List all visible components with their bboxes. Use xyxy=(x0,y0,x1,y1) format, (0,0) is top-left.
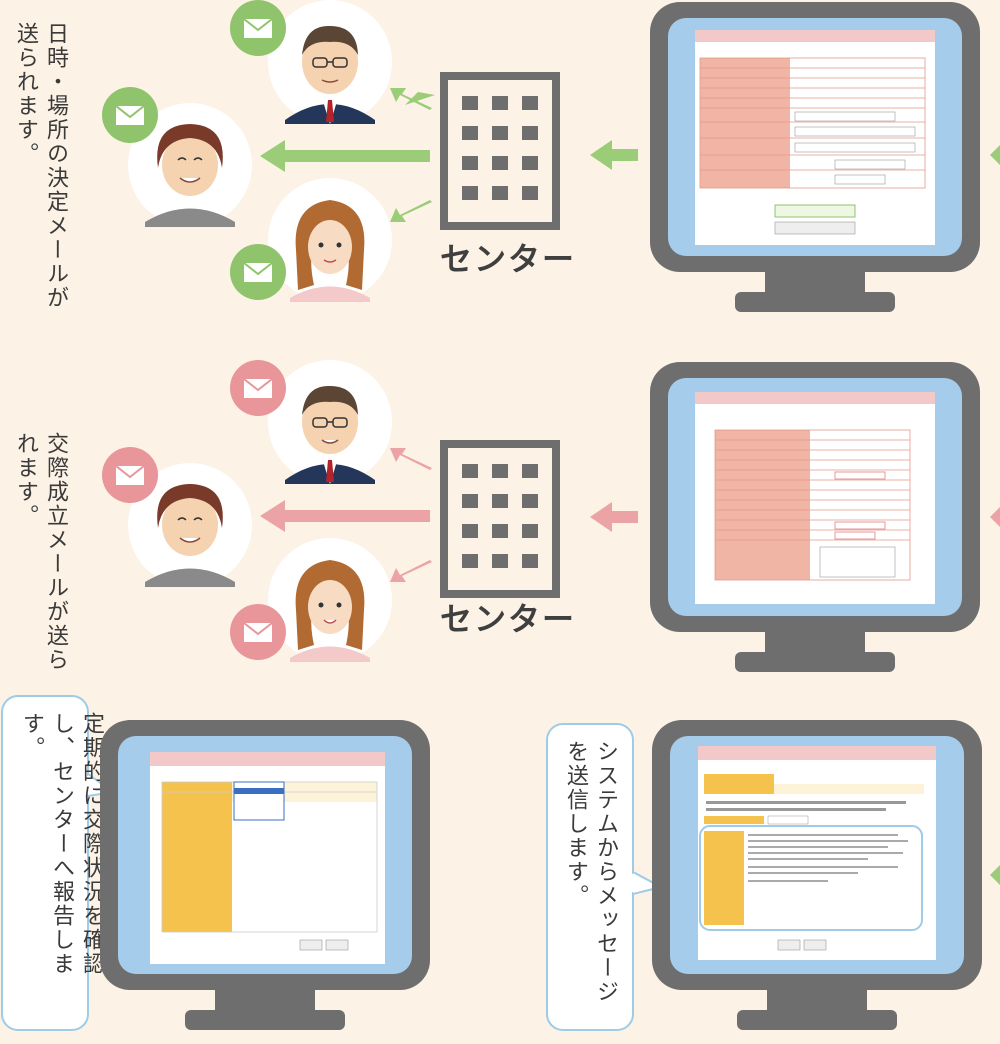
screen-form-match xyxy=(695,392,935,604)
screen-form-message xyxy=(698,746,936,960)
caption-decision-mail: 日時・場所の決定メールが送られます。 xyxy=(13,22,68,310)
person-young-woman-icon xyxy=(268,538,392,662)
building-icon xyxy=(440,72,560,230)
screen-form-report xyxy=(150,752,385,964)
mail-icon xyxy=(230,360,286,416)
recipients-group-2 xyxy=(102,360,432,662)
arrow-left-icon xyxy=(260,88,435,222)
person-elder-woman-icon xyxy=(128,103,252,227)
arrow-left-icon xyxy=(990,865,1000,885)
arrow-left-icon xyxy=(990,507,1000,527)
arrow-left-icon xyxy=(990,145,1000,165)
person-elder-woman-icon xyxy=(128,463,252,587)
caption-report: 定期的に交際状況を確認し、センターへ報告します。 xyxy=(19,712,104,976)
person-man-icon xyxy=(268,360,392,484)
person-young-woman-icon xyxy=(268,178,392,302)
caption-match-mail: 交際成立メールが送られます。 xyxy=(13,432,68,672)
caption-system-message: システムからメッセージを送信します。 xyxy=(563,740,618,1004)
arrow-left-icon xyxy=(260,448,432,582)
building-icon xyxy=(440,440,560,598)
person-man-icon xyxy=(268,0,392,124)
mail-icon xyxy=(102,447,158,503)
screen-form-schedule xyxy=(695,30,935,245)
mail-icon xyxy=(102,87,158,143)
center-label: センター xyxy=(440,600,577,638)
center-label: センター xyxy=(440,240,577,278)
mail-icon xyxy=(230,244,286,300)
caption-bubble xyxy=(546,723,664,1031)
mail-icon xyxy=(230,604,286,660)
mail-icon xyxy=(230,0,286,56)
arrow-left-icon xyxy=(590,502,638,532)
arrow-left-icon xyxy=(590,140,638,170)
recipients-group-1 xyxy=(102,0,435,302)
